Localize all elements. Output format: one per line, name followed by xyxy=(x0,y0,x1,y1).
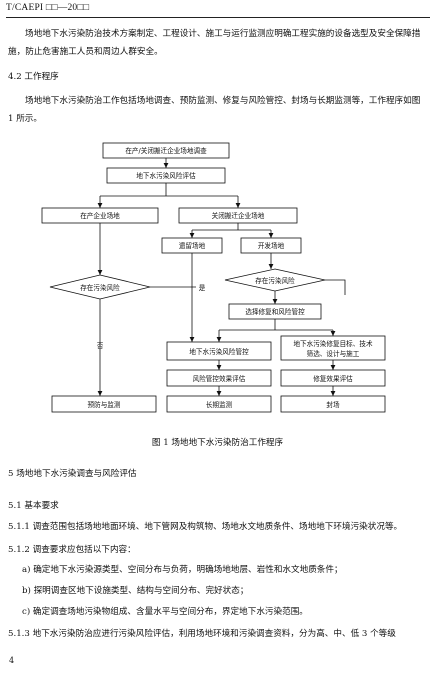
label-remediation-design-1: 地下水污染修复目标、技术 xyxy=(293,339,373,348)
connector-select-split xyxy=(219,319,333,331)
label-long-term-monitoring: 长期监测 xyxy=(206,400,233,409)
label-no-left: 否 xyxy=(97,342,104,350)
list-item-b: b) 探明调查区地下设施类型、结构与空间分布、完好状态； xyxy=(22,586,249,596)
section-4-2-paragraph: 场地地下水污染防治工作包括场地调查、预防监测、修复与风险管控、封场与长期监测等，… xyxy=(8,96,421,124)
label-risk-right: 存在污染风险 xyxy=(255,276,295,285)
connector-right-no xyxy=(325,279,346,295)
label-control-evaluation: 风险管控效果评估 xyxy=(193,374,246,383)
connector-closed-split xyxy=(192,223,271,231)
label-prevention-monitoring: 预防与监测 xyxy=(88,400,121,409)
list-item-a: a) 确定地下水污染源类型、空间分布与负荷，明确场地地层、岩性和水文地质条件； xyxy=(22,565,343,575)
label-closed-relocated: 关闭搬迁企业场地 xyxy=(212,211,265,220)
label-site-survey: 在产/关闭搬迁企业场地调查 xyxy=(125,146,207,155)
label-remediation-evaluation: 修复效果评估 xyxy=(313,374,353,383)
label-risk-assessment: 地下水污染风险评估 xyxy=(136,171,196,180)
section-5-heading: 5 场地地下水污染调查与风险评估 xyxy=(8,469,137,479)
standard-code: T/CAEPI □□—20□□ xyxy=(6,3,90,13)
header-divider xyxy=(6,17,430,18)
label-in-production: 在产企业场地 xyxy=(80,211,120,220)
clause-5-1-1: 5.1.1 调查范围包括场地地面环境、地下管网及构筑物、场地水文地质条件、场地地… xyxy=(8,522,403,532)
page-number: 4 xyxy=(9,656,15,665)
label-risk-left: 存在污染风险 xyxy=(80,283,120,292)
label-yes-left: 是 xyxy=(199,284,206,292)
connector-eval-split xyxy=(100,183,238,197)
label-site-closure: 封场 xyxy=(326,400,340,409)
section-4-2-heading: 4.2 工作程序 xyxy=(8,72,59,82)
label-remediation-design-2: 筛选、设计与施工 xyxy=(307,349,360,358)
box-prevention-monitoring xyxy=(51,395,157,413)
figure-caption: 图 1 场地地下水污染防治工作程序 xyxy=(151,438,284,448)
clause-5-1-2: 5.1.2 调查要求应包括以下内容： xyxy=(8,545,136,555)
intro-paragraph: 场地地下水污染防治技术方案制定、工程设计、施工与运行监测应明确工程实施的设备选型… xyxy=(8,29,421,57)
label-select-remediation: 选择修复和风险管控 xyxy=(245,307,305,316)
label-risk-control: 地下水污染风险管控 xyxy=(189,347,249,356)
list-item-c: c) 确定调查场地污染物组成、含量水平与空间分布，界定地下水污染范围。 xyxy=(22,607,308,617)
label-legacy-site: 遗留场地 xyxy=(179,241,206,250)
label-development-site: 开发场地 xyxy=(258,241,285,250)
section-5-1-heading: 5.1 基本要求 xyxy=(8,501,59,511)
clause-5-1-3: 5.1.3 地下水污染防治应进行污染风险评估，利用场地环境和污染调查资料，分为高… xyxy=(8,629,396,639)
